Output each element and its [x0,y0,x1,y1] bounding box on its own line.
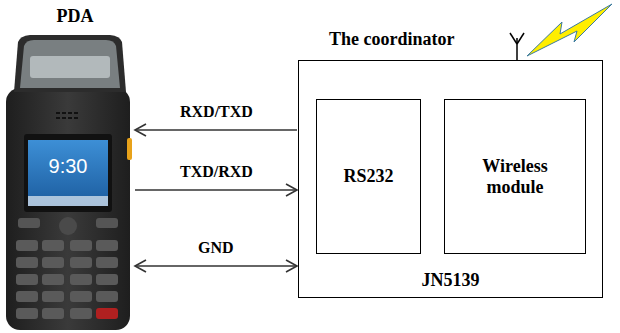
antenna [510,33,524,60]
connector-line [135,129,297,131]
connector [135,124,297,136]
device-label: PDA [30,6,120,27]
arrowhead [286,260,297,272]
node-label: Wireless module [470,156,560,197]
screen-time: 9:30 [28,155,108,178]
connector [135,184,297,196]
arrowhead [135,260,146,272]
signal-label: GND [196,239,236,257]
node-label: JN5139 [299,270,602,291]
coordinator-box: The coordinatorJN5139RS232Wireless modul… [298,60,603,298]
lightning-bolt [527,4,612,56]
wireless-module-box: Wireless module [444,99,586,254]
rs232-box: RS232 [316,99,421,254]
signal-label: TXD/RXD [178,163,255,181]
connector-line [135,265,297,267]
node-heading: The coordinator [329,29,455,50]
connector-line [135,189,297,191]
connector [135,260,297,272]
pda-device [6,35,132,330]
arrowhead [286,184,297,196]
arrowhead [135,124,146,136]
node-label: RS232 [343,166,393,187]
signal-label: RXD/TXD [178,103,255,121]
